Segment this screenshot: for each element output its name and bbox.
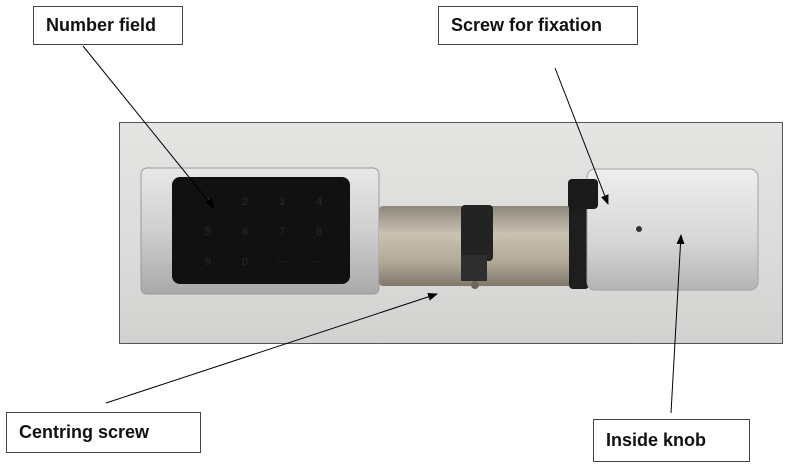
fixation-screw xyxy=(568,179,598,209)
inside-knob-body xyxy=(586,168,759,291)
keypad-digit: 4 xyxy=(316,196,322,208)
keypad-digit: 0 xyxy=(242,256,248,268)
label-inside-knob: Inside knob xyxy=(593,419,750,462)
arrow-number-field xyxy=(82,45,215,209)
label-centring-screw: Centring screw xyxy=(6,412,201,453)
keypad-digit: 8 xyxy=(316,226,322,238)
keypad-digit: 9 xyxy=(205,256,211,268)
centring-screw-head xyxy=(471,281,479,289)
keypad-digit: 7 xyxy=(279,226,285,238)
label-number-field: Number field xyxy=(33,6,183,45)
keypad-digit: 6 xyxy=(242,226,248,238)
keypad-digit: ⋯ xyxy=(314,256,325,268)
knob-collar xyxy=(569,201,589,289)
keypad-digit: ⋯ xyxy=(277,256,288,268)
keypad-digit: 3 xyxy=(279,196,285,208)
fixation-hole xyxy=(636,226,642,232)
arrow-inside-knob xyxy=(670,234,685,414)
cylinder-cam xyxy=(461,205,493,261)
keypad-screen xyxy=(172,177,350,284)
arrow-screw-for-fixation xyxy=(554,67,609,205)
arrow-centring-screw xyxy=(105,293,438,404)
keypad-digit: 2 xyxy=(242,196,248,208)
label-screw-for-fixation: Screw for fixation xyxy=(438,6,638,45)
keypad-digit: 5 xyxy=(205,226,211,238)
cylinder-cam-lower xyxy=(461,255,487,281)
